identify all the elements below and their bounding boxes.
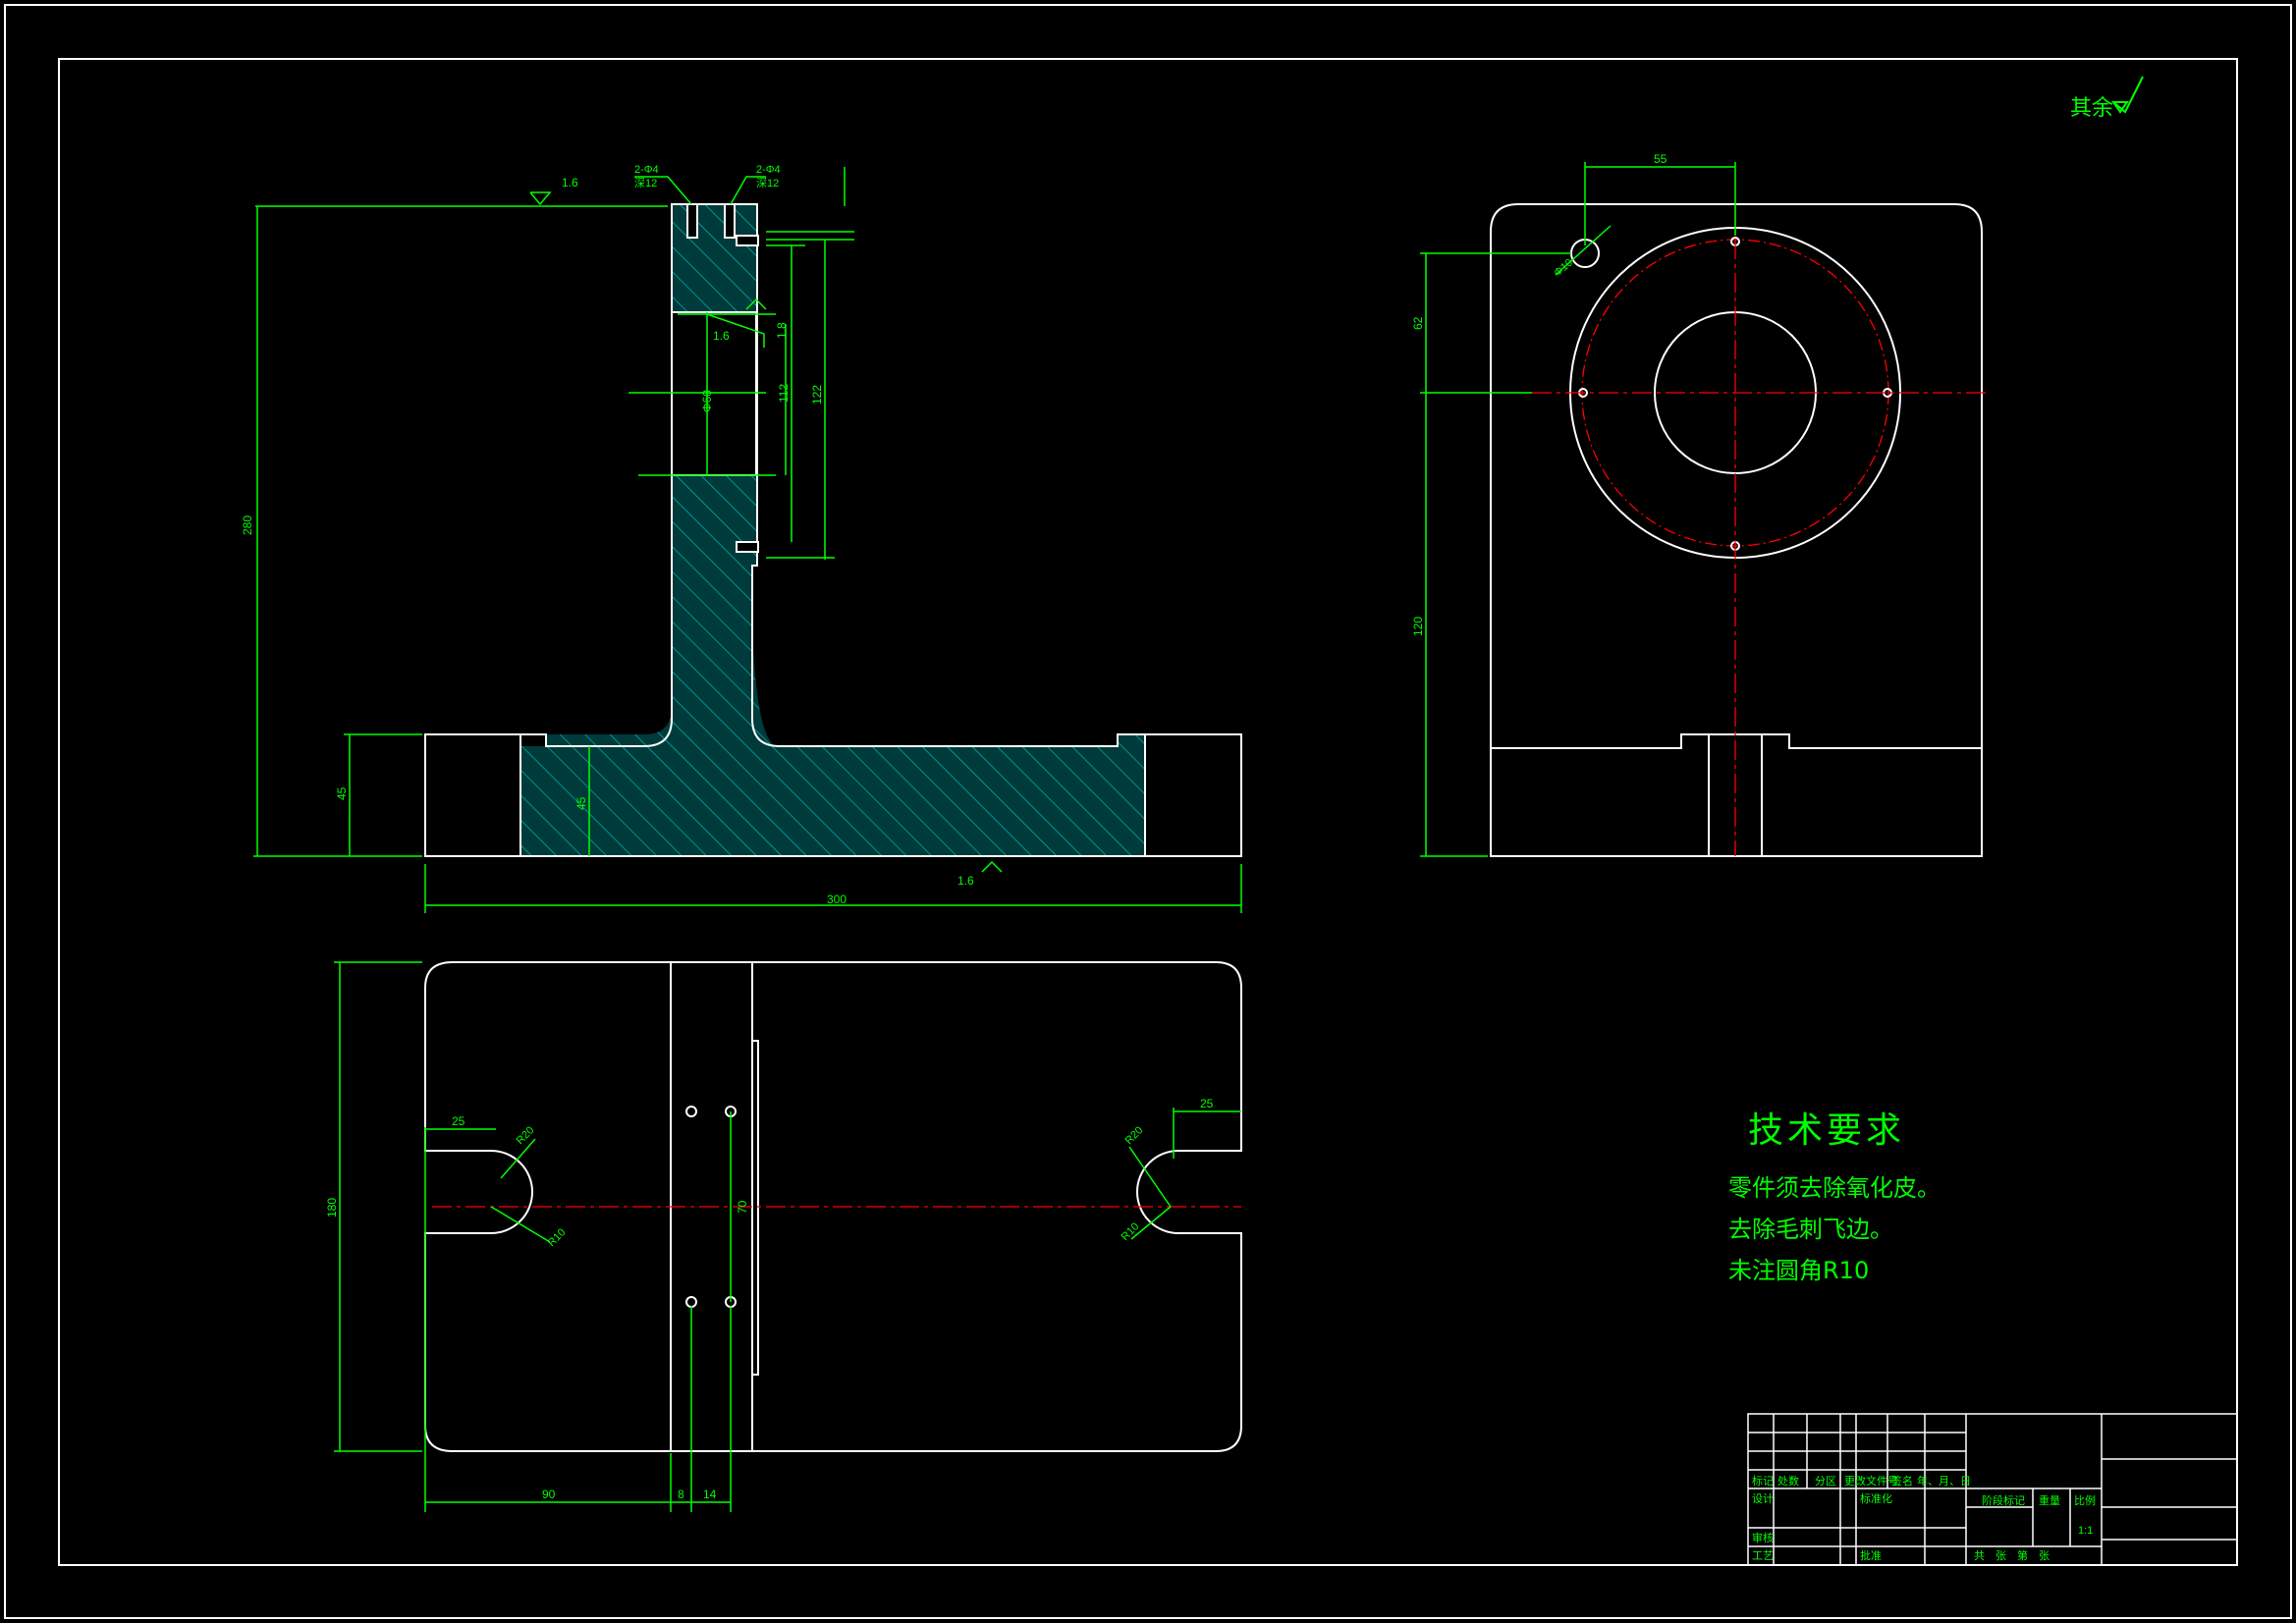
svg-text:工艺: 工艺 — [1752, 1549, 1774, 1562]
top-dim-slot-right: 25 — [1200, 1097, 1214, 1110]
top-dim-r-right2: R10 — [1120, 1220, 1142, 1243]
front-dim-112: 112 — [777, 384, 791, 403]
front-dim-bore: Φ60 — [700, 390, 714, 412]
svg-text:年、月、日: 年、月、日 — [1917, 1474, 1971, 1488]
top-dim-8: 8 — [678, 1488, 684, 1501]
front-dim-h1: 1.8 — [775, 322, 789, 339]
top-dim-r-right: R20 — [1123, 1124, 1146, 1147]
svg-text:签名: 签名 — [1891, 1474, 1913, 1488]
tech-req-title: 技术要求 — [1748, 1110, 1906, 1151]
svg-text:更改文件号: 更改文件号 — [1844, 1474, 1898, 1488]
rough-note: 其余 — [2070, 96, 2114, 121]
front-dim-122: 122 — [810, 385, 824, 405]
side-outline — [1490, 203, 1983, 857]
svg-text:阶段标记: 阶段标记 — [1982, 1493, 2025, 1507]
inner-border — [58, 58, 2238, 1566]
title-block-labels: 标记 处数 分区 更改文件号 签名 年、月、日 设计 标准化 审核 工艺 批准 … — [1752, 1474, 2096, 1562]
top-dim-14: 14 — [703, 1488, 717, 1501]
svg-text:1:1: 1:1 — [2078, 1525, 2093, 1537]
front-rough-2: 1.6 — [713, 329, 730, 343]
front-dim-base2: 45 — [574, 796, 588, 810]
front-hole-right2: 深12 — [756, 177, 779, 189]
front-dim-width: 300 — [827, 893, 847, 906]
svg-text:共 张 第 张: 共 张 第 张 — [1974, 1548, 2050, 1562]
tech-req-line: 去除毛刺飞边。 — [1728, 1216, 1893, 1243]
svg-text:重量: 重量 — [2039, 1493, 2060, 1507]
side-dim-top: 55 — [1654, 152, 1667, 166]
top-view: 180 25 25 R20 R10 R20 R10 70 90 8 14 — [325, 961, 1242, 1512]
top-dim-70: 70 — [736, 1200, 749, 1214]
front-dim-base: 45 — [335, 786, 349, 800]
svg-text:设计: 设计 — [1752, 1492, 1774, 1505]
side-dim-lower: 120 — [1411, 617, 1425, 636]
top-dim-slot-left: 25 — [452, 1114, 465, 1128]
front-rough-1: 1.6 — [562, 176, 578, 189]
top-outline — [424, 961, 1242, 1452]
front-hole-left2: 深12 — [634, 177, 657, 189]
outer-border — [4, 4, 2292, 1619]
top-dim-height: 180 — [325, 1198, 339, 1217]
front-hole-right: 2-Φ4 — [756, 164, 781, 176]
title-block — [1747, 1413, 2238, 1566]
side-dim-upper: 62 — [1411, 316, 1425, 330]
front-dim-height: 280 — [241, 515, 254, 535]
front-hole-left: 2-Φ4 — [634, 164, 659, 176]
svg-text:分区: 分区 — [1815, 1475, 1836, 1488]
front-section-hatch — [520, 204, 1145, 856]
svg-text:标记: 标记 — [1752, 1474, 1774, 1488]
top-dim-90: 90 — [542, 1488, 556, 1501]
tech-req-line: 零件须去除氧化皮。 — [1728, 1174, 1941, 1202]
side-view: 55 62 120 Φ10 — [1411, 152, 1989, 857]
svg-text:批准: 批准 — [1860, 1548, 1882, 1562]
top-dim-r-left: R20 — [515, 1124, 537, 1147]
svg-text:标准化: 标准化 — [1860, 1491, 1892, 1505]
svg-text:处数: 处数 — [1777, 1475, 1799, 1488]
svg-text:比例: 比例 — [2074, 1493, 2096, 1507]
svg-text:审核: 审核 — [1752, 1531, 1774, 1544]
front-outline — [424, 203, 1242, 857]
top-dim-r-left2: R10 — [546, 1226, 569, 1249]
roughness-symbol-icon — [2111, 76, 2144, 114]
tech-req-line: 未注圆角R10 — [1728, 1257, 1870, 1284]
front-rough-3: 1.6 — [957, 874, 974, 888]
front-view: 280 45 45 300 1.6 1.6 1.6 1.8 112 122 Φ6… — [241, 164, 1242, 913]
